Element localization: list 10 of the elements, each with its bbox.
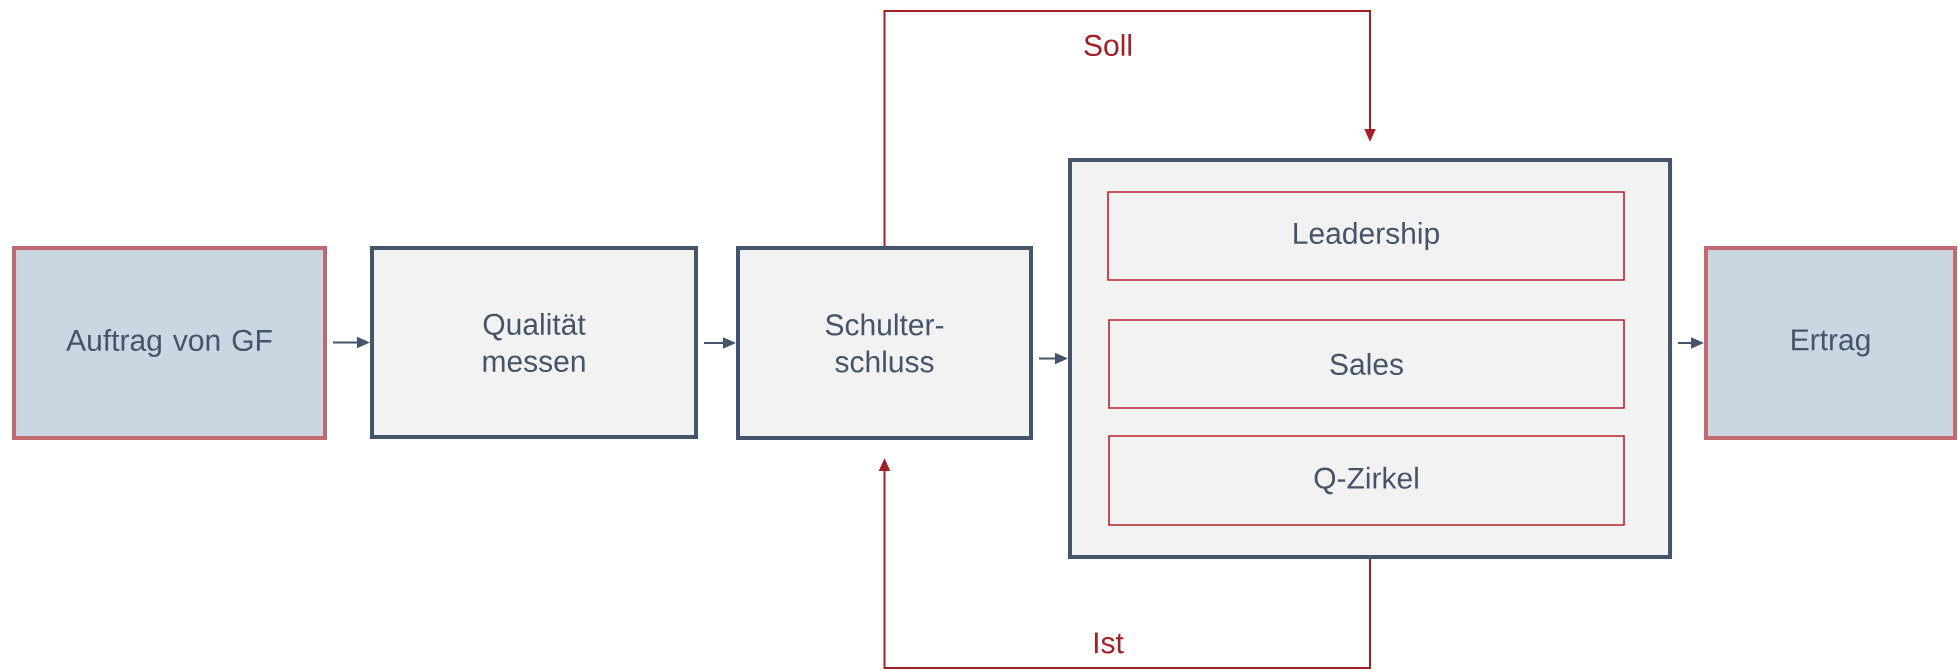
process-box: Qualität messen [370,246,698,439]
edge-label: Soll [1080,31,1137,59]
process-box: Ertrag [1704,246,1958,440]
process-box: Auftrag von GF [12,246,327,440]
item-box: Q-Zirkel [1108,435,1625,526]
edge-label: Ist [1089,629,1127,657]
item-box: Sales [1108,319,1625,409]
process-box: Schulter- schluss [736,246,1033,440]
arrow [883,10,1376,247]
item-box: Leadership [1107,191,1625,281]
